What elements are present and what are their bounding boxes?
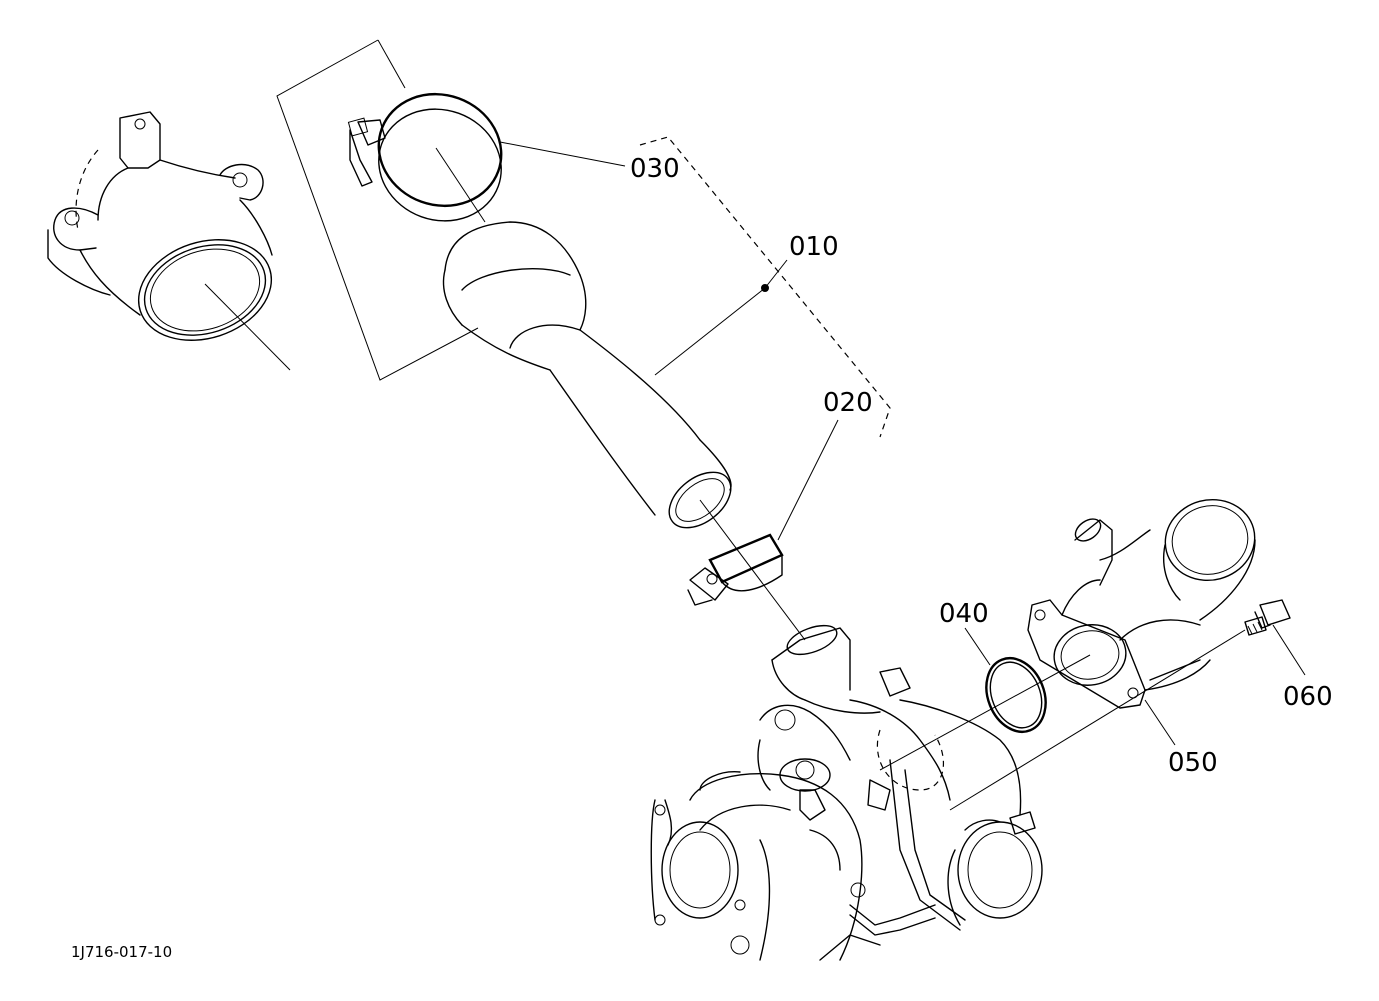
upper-hose-clamp (347, 92, 503, 223)
leader-030 (499, 141, 626, 167)
reference-bracket (276, 39, 479, 381)
callout-020: 020 (823, 388, 873, 418)
callout-030: 030 (630, 154, 680, 184)
flange-bolt (949, 599, 1291, 811)
callout-010: 010 (789, 232, 839, 262)
o-ring (985, 657, 1047, 733)
leader-010 (654, 287, 766, 376)
water-hose (442, 221, 732, 529)
water-flange (1027, 498, 1256, 709)
flange-axis-line (879, 654, 1091, 771)
leader-020 (777, 419, 839, 541)
axis-line (699, 499, 806, 641)
thermostat-housing (47, 111, 291, 371)
leader-040 (964, 627, 991, 666)
callout-040: 040 (939, 599, 989, 629)
lower-hose-clamp (687, 533, 784, 606)
callout-060: 060 (1283, 682, 1333, 712)
leader-lines (499, 141, 1306, 746)
turbocharger-assembly (650, 624, 1043, 961)
leader-060 (1272, 624, 1306, 676)
assembly-bracket (639, 136, 891, 438)
drawing-code: 1J716-017-10 (71, 943, 172, 961)
leader-050 (1144, 699, 1176, 746)
callout-050: 050 (1168, 748, 1218, 778)
